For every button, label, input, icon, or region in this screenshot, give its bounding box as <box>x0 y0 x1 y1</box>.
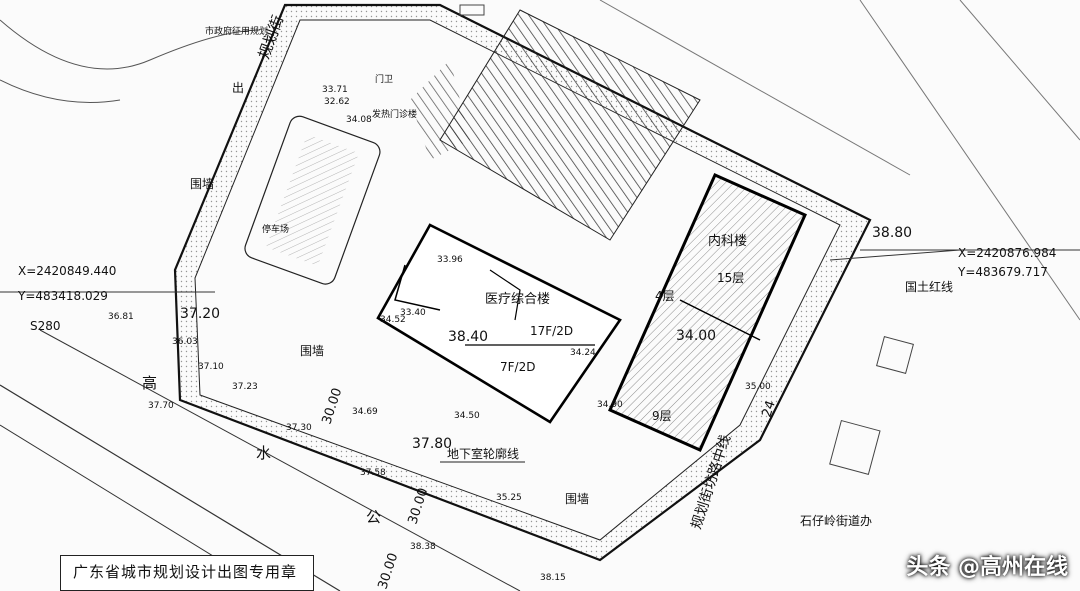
elevation-mark: 37.20 <box>180 306 220 322</box>
coord-left-y: Y=483418.029 <box>17 289 108 303</box>
elevation-mark: 38.80 <box>872 225 912 241</box>
floors-4-label: 4层 <box>655 289 675 303</box>
floors-7-label: 7F/2D <box>500 360 535 374</box>
elevation-mark: 34.52 <box>380 315 406 325</box>
parking-label: 停车场 <box>262 223 289 235</box>
land-red-line-label: 国土红线 <box>905 279 953 294</box>
leader-line <box>829 249 961 261</box>
elevation-mark: 38.38 <box>410 542 436 552</box>
elevation-mark: 35.00 <box>745 382 771 392</box>
house-outline <box>829 419 881 476</box>
elevation-mark: 35.25 <box>496 493 522 503</box>
dimension-mark: 30.00 <box>406 486 432 526</box>
medical-complex-label: 医疗综合楼 <box>485 292 550 307</box>
coord-left-x: X=2420849.440 <box>18 264 116 278</box>
dimension-mark: 24 <box>760 399 779 419</box>
house-outline <box>459 4 485 16</box>
left-parking-lot <box>244 115 381 285</box>
elevation-mark: 34.50 <box>454 411 480 421</box>
road-s280-label: S280 <box>30 319 61 333</box>
elevation-mark: 33.96 <box>437 255 463 265</box>
basement-line-label: 地下室轮廓线 <box>447 446 519 461</box>
elevation-mark: 38.40 <box>448 329 488 345</box>
floors-9-label: 9层 <box>652 409 672 423</box>
elevation-mark: 36.81 <box>108 312 134 322</box>
coord-right-x: X=2420876.984 <box>958 246 1056 260</box>
house-outline <box>876 336 914 374</box>
planning-stamp: 广东省城市规划设计出图专用章 <box>60 555 314 591</box>
elevation-mark: 34.24 <box>570 348 596 358</box>
elevation-mark: 37.70 <box>148 401 174 411</box>
elevation-mark: 37.23 <box>232 382 258 392</box>
elevation-mark: 34.69 <box>352 407 378 417</box>
elevation-mark: 33.40 <box>400 308 426 318</box>
stamp-text: 广东省城市规划设计出图专用章 <box>73 563 298 581</box>
parking-area <box>410 9 701 241</box>
road-edge <box>39 329 521 591</box>
grid-line <box>599 0 911 176</box>
coord-right-y: Y=483679.717 <box>957 265 1048 279</box>
elevation-mark: 32.62 <box>324 97 350 107</box>
internal-building-label: 内科楼 <box>708 233 747 249</box>
dimension-mark: 30.00 <box>376 551 402 591</box>
road-char-2: 水 <box>256 444 271 462</box>
street-office-label: 石仔岭街道办 <box>800 513 872 528</box>
elevation-mark: 34.00 <box>676 328 716 344</box>
exit-label: 出 <box>232 81 244 95</box>
floors-15-label: 15层 <box>717 271 744 285</box>
fence-label-2: 围墙 <box>300 344 324 358</box>
internal-building <box>608 173 807 452</box>
watermark: 头条 @高州在线 <box>906 555 1068 580</box>
gatehouse-label: 门卫 <box>375 73 393 85</box>
elevation-mark: 34.08 <box>346 115 372 125</box>
floors-17-label: 17F/2D <box>530 324 573 338</box>
road-char-1: 高 <box>142 374 157 392</box>
grid-line <box>959 0 1080 141</box>
medical-complex <box>376 223 622 424</box>
elevation-mark: 38.15 <box>540 573 566 583</box>
authority-label: 市政府征用规划 <box>205 25 268 37</box>
elevation-mark: 33.71 <box>322 85 348 95</box>
elevation-mark: 37.58 <box>360 468 386 478</box>
fence-label-3: 围墙 <box>565 492 589 506</box>
elevation-mark: 37.10 <box>198 362 224 372</box>
elevation-mark: 37.30 <box>286 423 312 433</box>
emergency-building-label: 发热门诊楼 <box>372 108 417 120</box>
grid-line <box>859 0 1080 321</box>
elevation-mark: 36.03 <box>172 337 198 347</box>
fence-label: 围墙 <box>190 177 214 191</box>
elevation-mark: 37.80 <box>412 436 452 452</box>
elevation-mark: 34.90 <box>597 400 623 410</box>
terrain-line <box>0 79 121 103</box>
terrain-line <box>0 19 261 70</box>
road-char-3: 公 <box>366 508 381 526</box>
